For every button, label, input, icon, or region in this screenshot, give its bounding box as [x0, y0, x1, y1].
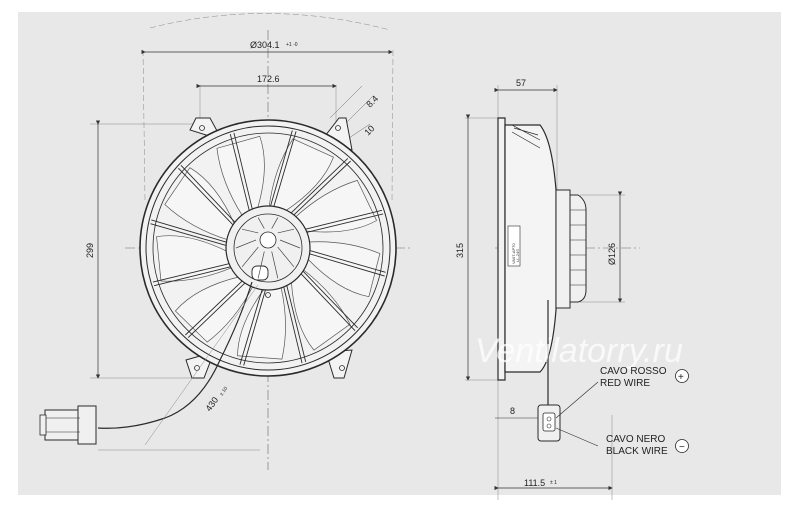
dim-total-depth-tol: ± 1: [550, 480, 557, 486]
guard-spoke: [187, 282, 246, 338]
fan-blade: [290, 268, 351, 351]
guard-spoke: [150, 223, 227, 246]
guard-spoke: [286, 285, 307, 363]
dim-connector-offset: 8: [510, 406, 515, 416]
guard-spoke: [243, 289, 266, 366]
guard-spoke: [306, 213, 384, 233]
guard-spoke: [309, 253, 385, 277]
side-view: [465, 85, 640, 500]
guard-spoke: [178, 167, 234, 226]
dim-cable-length: 430: [203, 395, 220, 413]
guard-spoke: [300, 273, 356, 331]
plus-symbol: +: [678, 372, 684, 383]
fan-blade: [164, 167, 236, 241]
guard-spoke: [302, 270, 358, 329]
dim-height-front: 299: [85, 243, 95, 258]
sticker-line-1: VA07-AP70: [511, 243, 516, 264]
hub-rib: [241, 246, 259, 268]
guard-spoke: [290, 158, 349, 214]
hub-rib: [242, 228, 259, 234]
guard-spoke: [229, 133, 250, 211]
minus-symbol: −: [679, 442, 685, 453]
black-wire-label-en: BLACK WIRE: [606, 446, 668, 457]
dim-motor-diameter: Ø126: [607, 243, 617, 265]
red-wire-label-it: CAVO ROSSO: [600, 366, 667, 377]
hub-rib: [279, 239, 301, 249]
hub-rib: [271, 251, 279, 279]
guard-spoke: [185, 280, 243, 336]
red-wire-label-en: RED WIRE: [600, 378, 650, 389]
sticker-line-2: LL-24S: [515, 249, 520, 262]
guard-spoke: [151, 219, 227, 243]
black-wire-label-it: CAVO NERO: [606, 434, 665, 445]
dim-total-depth: 111.5: [524, 478, 545, 488]
dim-flange-size: 10: [362, 123, 376, 137]
hub-rib: [235, 239, 257, 249]
fan-blade: [156, 235, 234, 282]
hub-rib: [257, 217, 265, 229]
hub-ribs: [235, 217, 301, 279]
fan-blade: [293, 179, 378, 233]
guard-spoke: [273, 131, 297, 207]
guard-spoke: [270, 130, 293, 207]
guard-spoke: [153, 266, 231, 287]
dim-mount-spacing: 172.6: [257, 74, 280, 84]
guard-spoke: [309, 250, 386, 273]
dim-hole-size: 8.4: [364, 93, 380, 109]
guard-spoke: [239, 289, 263, 365]
hub-rib: [257, 251, 265, 279]
guard-spoke: [283, 286, 303, 364]
guard-spokes: [150, 130, 386, 366]
front-cable: [97, 281, 260, 451]
guard-spoke: [152, 263, 230, 283]
guard-spoke: [293, 160, 351, 216]
dim-depth: 57: [516, 78, 526, 88]
dim-height-side: 315: [455, 243, 465, 258]
dim-outer-diameter: Ø304.1: [250, 40, 280, 50]
front-connector: [39, 405, 97, 445]
dim-outer-diameter-tol: +1 -0: [286, 42, 298, 48]
fan-blade: [306, 241, 381, 298]
watermark: Ventilatorry.ru: [475, 332, 683, 370]
guard-spoke: [233, 132, 253, 210]
dim-cable-length-tol: ± 10: [219, 386, 230, 398]
polarity-marks: [675, 369, 689, 453]
fan-blades: [156, 135, 381, 360]
fan-blade: [237, 285, 286, 360]
hub-rib: [271, 217, 279, 229]
hub-rib: [277, 246, 295, 268]
guard-spoke: [180, 165, 236, 223]
hub-rib: [277, 228, 294, 234]
guard-spoke: [305, 209, 383, 230]
